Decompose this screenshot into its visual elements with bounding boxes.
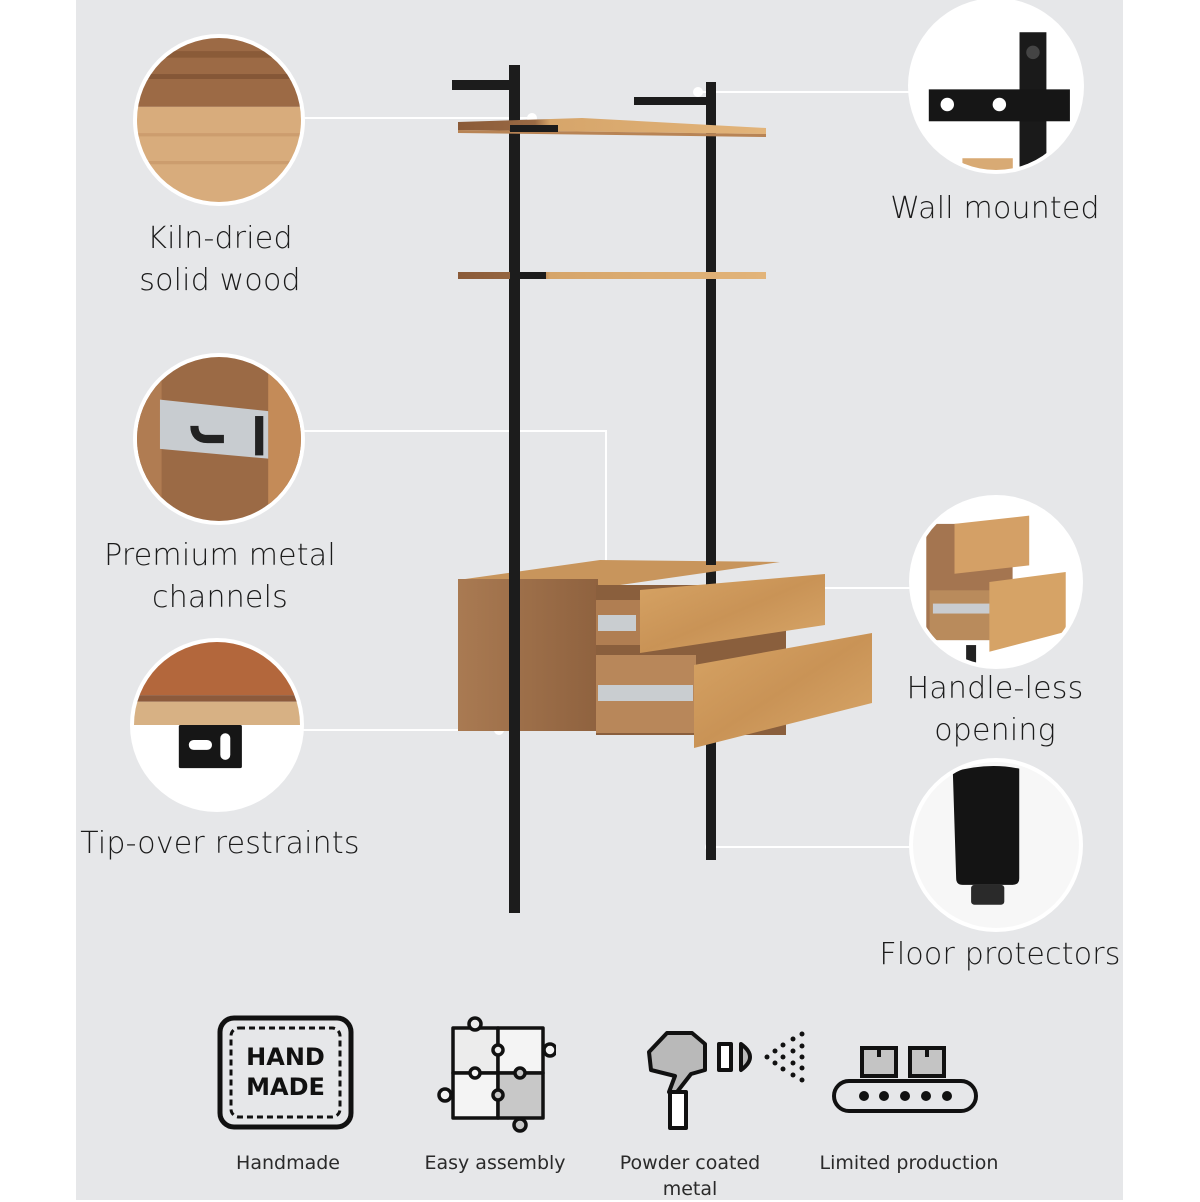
leader-metal-channels — [303, 430, 607, 620]
wall-bracket-closeup-icon — [912, 2, 1080, 170]
callout-tip-over: Tip-over restraints — [80, 826, 360, 861]
puzzle-icon — [436, 1015, 558, 1133]
drawer-upper — [640, 574, 825, 653]
leg-foot-closeup-icon — [913, 762, 1079, 928]
feature-assembly-label: Easy assembly — [424, 1152, 566, 1174]
restraint-bracket-closeup-icon — [134, 642, 300, 808]
metal-uprights — [452, 65, 716, 913]
drawers-closeup-icon — [913, 499, 1079, 665]
callout-floor-protectors: Floor protectors — [879, 937, 1121, 972]
drawer-cabinet — [458, 540, 872, 860]
conveyor-icon — [832, 1045, 978, 1115]
slide-upper — [598, 615, 636, 631]
feature-limited-label: Limited production — [819, 1152, 999, 1174]
badge-line-2: MADE — [246, 1073, 325, 1101]
leader-lines — [300, 91, 912, 848]
shelf-middle — [458, 272, 766, 279]
feature-handmade-label: Handmade — [236, 1152, 340, 1174]
drawer-lower — [694, 633, 872, 748]
badge-line-1: HAND — [246, 1043, 325, 1071]
callout-wall-mounted: Wall mounted — [890, 191, 1100, 226]
drawer-slide-closeup-icon — [137, 357, 301, 521]
handmade-badge-icon: HAND MADE — [217, 1015, 354, 1130]
shelf-top — [458, 118, 766, 137]
spray-gun-icon — [647, 1030, 807, 1132]
slide-lower — [598, 685, 693, 701]
wood-grain-closeup-icon — [137, 38, 301, 202]
